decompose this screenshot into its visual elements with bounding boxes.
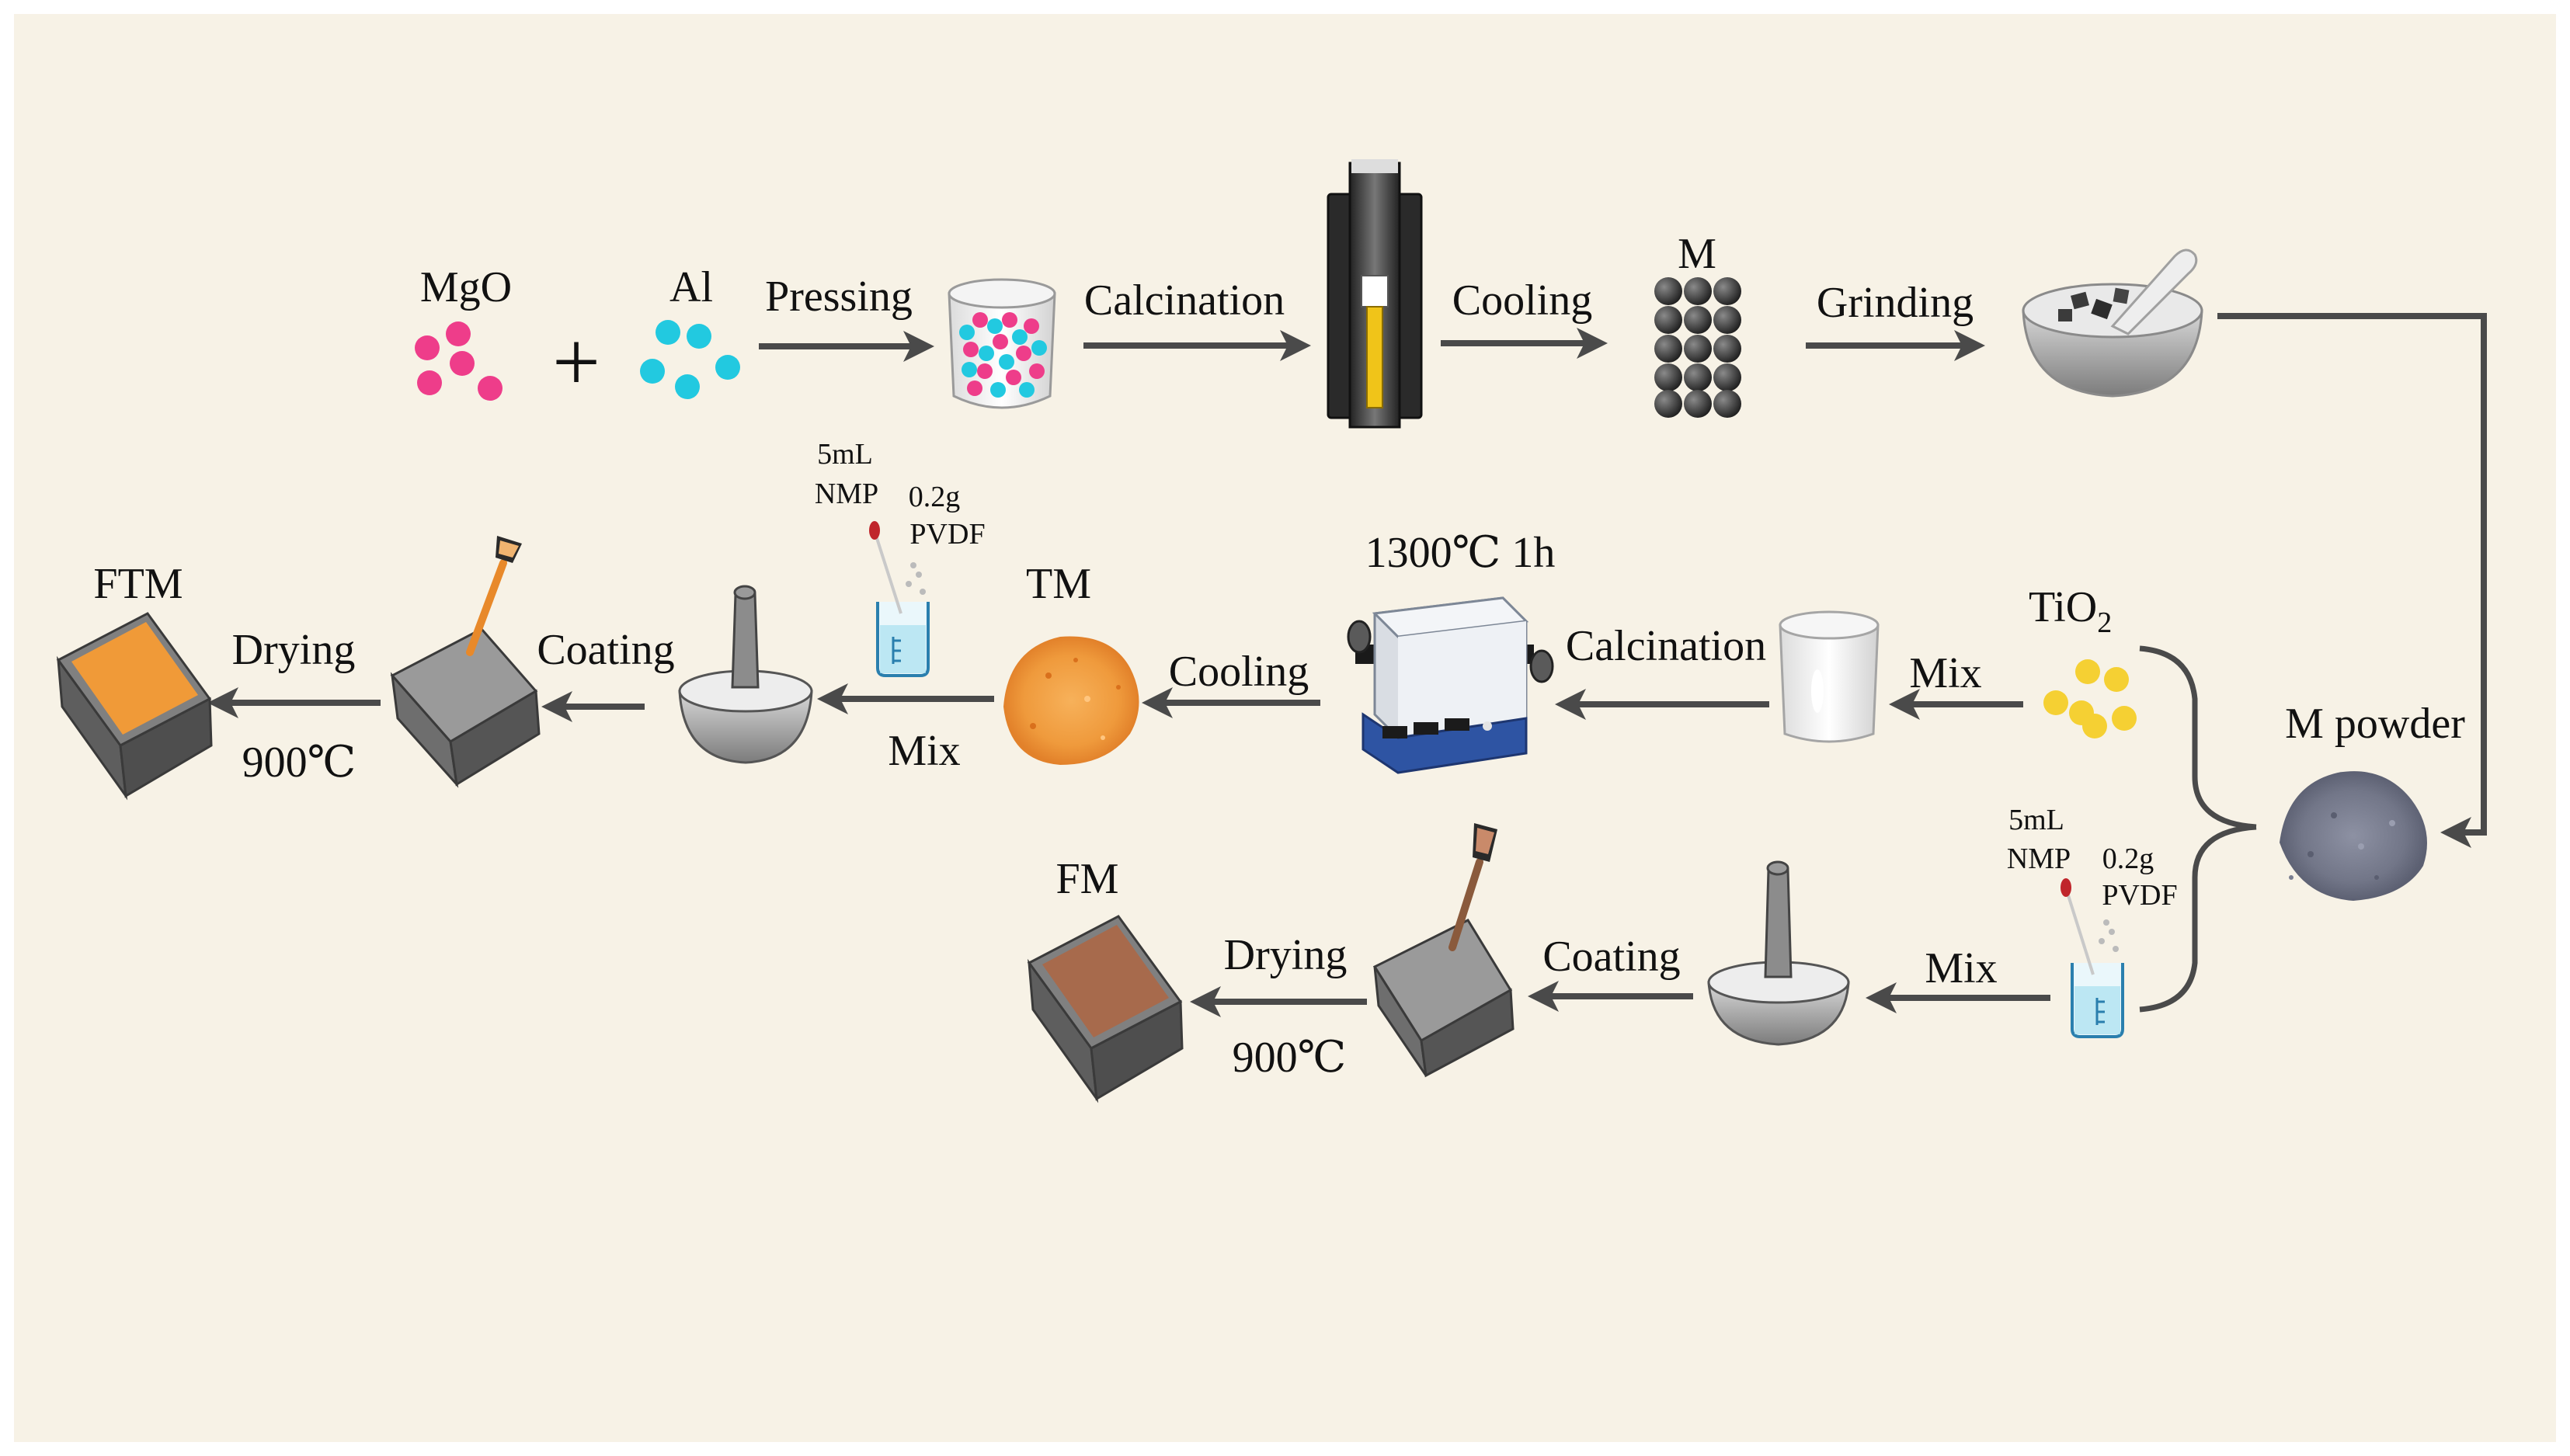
furnace-condition-label: 1300℃ 1h <box>1365 529 1556 577</box>
nmp-top-label: NMP <box>815 478 878 510</box>
m-powder-label: M powder <box>2285 700 2465 748</box>
temp-bottom-label: 900℃ <box>1233 1034 1347 1082</box>
grinding-label: Grinding <box>1817 279 1974 327</box>
coating-mid-label: Coating <box>537 626 674 674</box>
mortar-pestle-mid-icon <box>678 585 813 764</box>
ftm-label: FTM <box>93 560 183 608</box>
m-powder-icon <box>2280 771 2427 901</box>
background-panel <box>14 14 2556 1442</box>
al-particles-icon <box>640 320 740 399</box>
box-furnace-icon <box>1347 596 1554 774</box>
coating-bottom-label: Coating <box>1542 933 1680 981</box>
m-pellet-icon <box>1654 277 1741 418</box>
plus-sign: + <box>552 314 600 409</box>
pvdf-bottom-label: PVDF <box>2102 879 2177 912</box>
mix-mid-label: Mix <box>888 727 960 775</box>
mgo-label: MgO <box>420 263 512 311</box>
pvdf-top-label: PVDF <box>909 518 985 551</box>
mortar-with-chunks-icon <box>2022 248 2203 398</box>
nmp-bottom-label: NMP <box>2007 843 2071 875</box>
calcination-top-label: Calcination <box>1084 276 1285 325</box>
temp-mid-label: 900℃ <box>242 738 356 787</box>
nmp-top-volume-label: 5mL <box>817 438 873 471</box>
tio2-label: TiO2 <box>2029 583 2112 639</box>
al-label: Al <box>669 263 713 311</box>
pvdf-bottom-mass-label: 0.2g <box>2102 843 2154 875</box>
tm-label: TM <box>1026 560 1091 608</box>
cooling-top-label: Cooling <box>1452 276 1592 325</box>
tube-furnace-icon <box>1327 159 1423 429</box>
drying-mid-label: Drying <box>232 626 356 674</box>
mgo-particles-icon <box>415 321 503 401</box>
pressed-crucible-icon <box>948 278 1056 409</box>
mix-tio2-label: Mix <box>1909 649 1981 697</box>
mortar-pestle-bottom-icon <box>1707 860 1850 1046</box>
branch-bracket <box>2139 645 2257 1013</box>
ftm-block-icon <box>56 612 213 801</box>
nmp-bottom-volume-label: 5mL <box>2008 804 2064 836</box>
mix-bottom-label: Mix <box>1925 944 1997 992</box>
crucible-icon <box>1779 610 1880 743</box>
tm-powder-icon <box>1003 636 1139 765</box>
coated-block-brush-mid-icon <box>390 536 541 788</box>
coated-block-brush-bottom-icon <box>1372 823 1515 1078</box>
beaker-nmp-top-icon <box>869 521 930 677</box>
cooling-mid-label: Cooling <box>1169 648 1309 696</box>
tio2-particles-icon <box>2043 659 2137 738</box>
pressing-label: Pressing <box>765 273 913 321</box>
m-label: M <box>1678 230 1716 278</box>
beaker-nmp-bottom-icon <box>2061 878 2124 1038</box>
fm-block-icon <box>1027 915 1184 1103</box>
arrow-to-m-powder <box>2217 313 2487 848</box>
drying-bottom-label: Drying <box>1224 931 1348 979</box>
calcination-mid-label: Calcination <box>1566 622 1766 670</box>
pvdf-top-mass-label: 0.2g <box>909 481 961 513</box>
fm-label: FM <box>1056 855 1119 903</box>
